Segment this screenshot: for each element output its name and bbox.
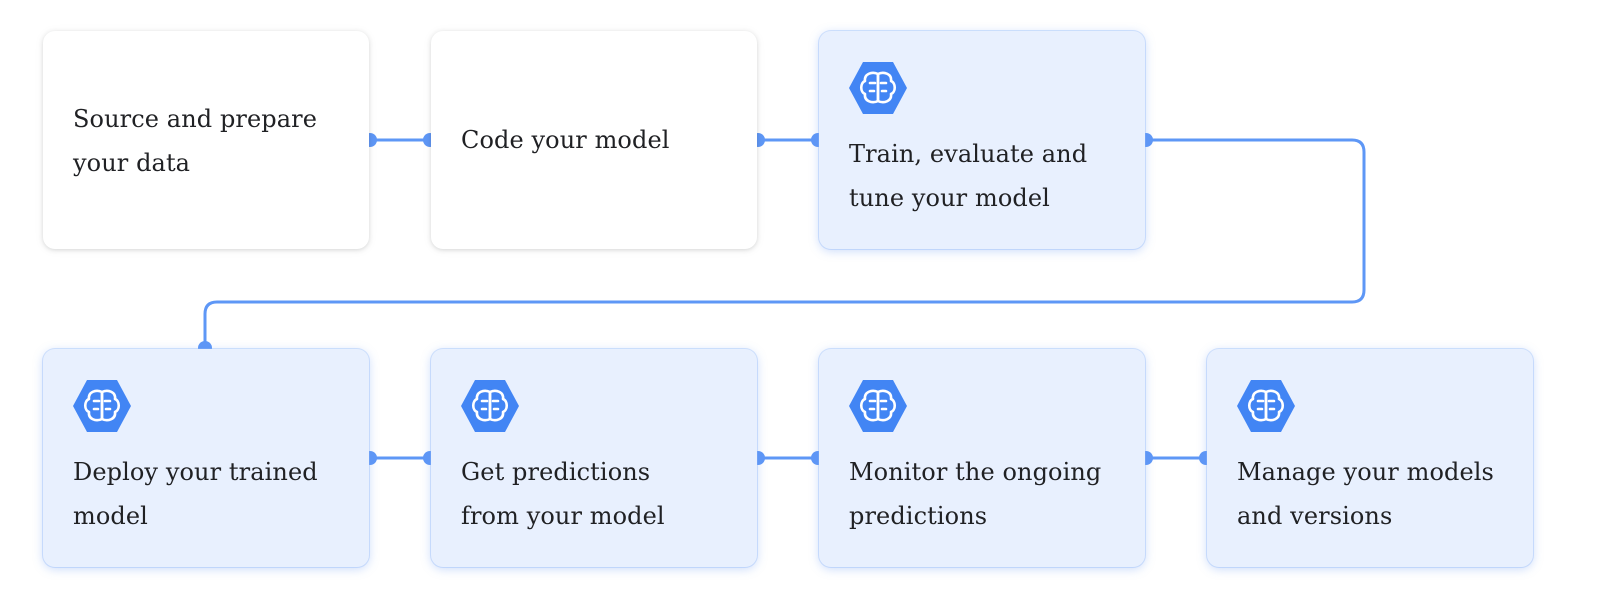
step-label-line: Source and prepare — [73, 105, 318, 133]
step-card-source-data: Source and prepare your data — [43, 31, 369, 249]
step-label: Deploy your trained model — [73, 450, 345, 538]
step-label-line: from your model — [461, 502, 665, 530]
step-label: Manage your models and versions — [1237, 450, 1509, 538]
step-label-line: Code your model — [461, 126, 670, 154]
ai-platform-brain-icon — [849, 62, 907, 114]
connector-3-4 — [203, 138, 1366, 350]
step-label-line: Manage your models — [1237, 458, 1494, 486]
step-label: Code your model — [461, 118, 733, 162]
step-card-get-predictions: Get predictions from your model — [431, 349, 757, 567]
ai-platform-brain-icon — [73, 380, 131, 432]
step-label: Source and prepare your data — [73, 97, 345, 185]
step-label-line: and versions — [1237, 502, 1393, 530]
step-label: Train, evaluate and tune your model — [849, 132, 1121, 220]
step-label: Get predictions from your model — [461, 450, 733, 538]
step-card-code-model: Code your model — [431, 31, 757, 249]
step-label-line: model — [73, 502, 148, 530]
step-label-line: tune your model — [849, 184, 1050, 212]
step-card-train-model: Train, evaluate and tune your model — [819, 31, 1145, 249]
step-label-line: predictions — [849, 502, 988, 530]
ai-platform-brain-icon — [849, 380, 907, 432]
step-card-deploy-model: Deploy your trained model — [43, 349, 369, 567]
step-card-monitor-predictions: Monitor the ongoing predictions — [819, 349, 1145, 567]
ai-platform-brain-icon — [461, 380, 519, 432]
step-label-line: your data — [73, 149, 191, 177]
step-label: Monitor the ongoing predictions — [849, 450, 1121, 538]
step-label-line: Monitor the ongoing — [849, 458, 1102, 486]
step-label-line: Get predictions — [461, 458, 651, 486]
ai-platform-brain-icon — [1237, 380, 1295, 432]
step-label-line: Deploy your trained — [73, 458, 318, 486]
step-card-manage-models: Manage your models and versions — [1207, 349, 1533, 567]
step-label-line: Train, evaluate and — [849, 140, 1088, 168]
